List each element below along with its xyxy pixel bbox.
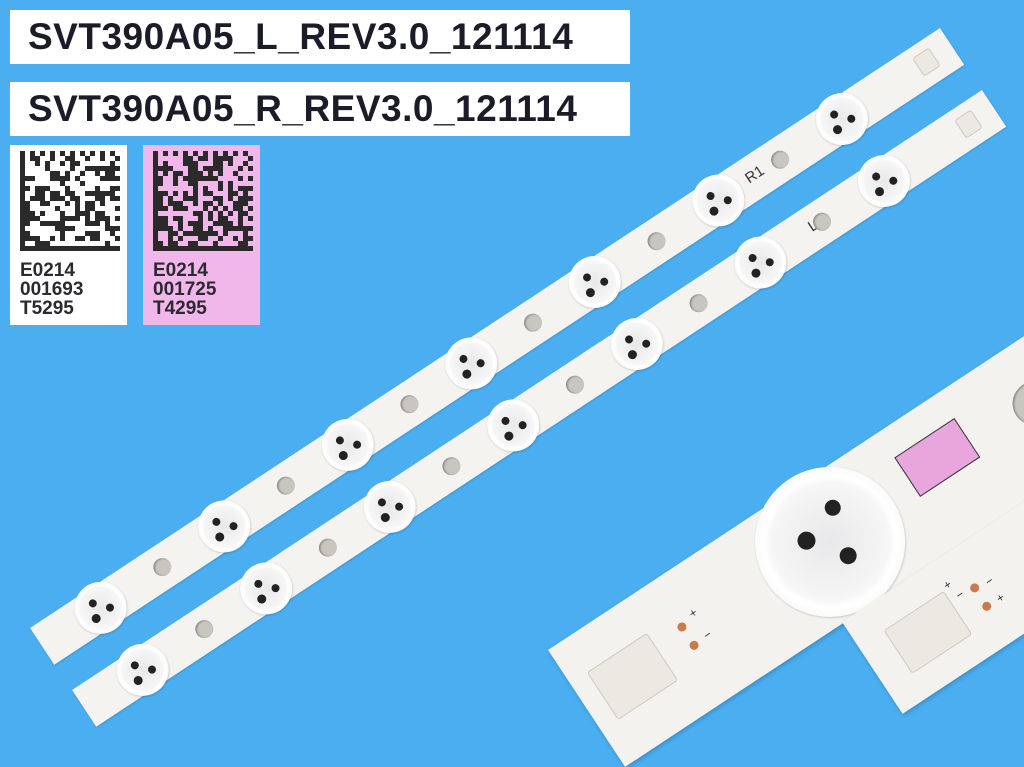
power-connector xyxy=(883,590,973,674)
mounting-hole xyxy=(767,147,793,173)
solder-pad xyxy=(968,581,981,595)
mounting-hole xyxy=(520,310,546,336)
mounting-hole xyxy=(396,391,422,417)
qr-tag-line1: E0214 xyxy=(20,260,75,281)
led-lens xyxy=(600,307,673,380)
led-lens xyxy=(847,144,920,218)
polarity-sign: − xyxy=(982,573,997,589)
led-lens xyxy=(724,226,797,299)
solder-pad xyxy=(687,639,701,652)
led-lens xyxy=(435,327,508,400)
strip-marking: R1 xyxy=(742,162,768,188)
mounting-hole xyxy=(315,535,341,561)
qr-tag-line1: E0214 xyxy=(153,260,208,281)
polarity-sign: − xyxy=(953,586,967,603)
mounting-hole xyxy=(273,473,299,499)
polarity-sign-plus: + xyxy=(686,605,700,621)
qr-tag-pink: E0214 001725 T4295 xyxy=(143,145,260,325)
solder-pad xyxy=(675,620,689,634)
mounting-hole xyxy=(644,228,670,254)
polarity-sign-minus: − xyxy=(700,626,715,643)
qr-tag-line3: T5295 xyxy=(20,298,74,319)
led-lens xyxy=(106,633,179,706)
part-number-label-left: SVT390A05_L_REV3.0_121114 xyxy=(10,10,630,64)
mounting-hole xyxy=(686,290,712,316)
mounting-hole xyxy=(191,616,217,642)
qr-tag-line2: 001725 xyxy=(153,279,217,300)
led-lens xyxy=(353,470,426,543)
power-connector xyxy=(586,632,679,720)
mounting-hole xyxy=(1004,372,1024,434)
led-lens xyxy=(558,245,631,318)
datamatrix-code xyxy=(20,151,120,251)
mounting-hole xyxy=(562,372,588,398)
led-lens xyxy=(477,389,550,462)
part-number-label-right: SVT390A05_R_REV3.0_121114 xyxy=(10,82,630,136)
led-lens xyxy=(188,490,261,563)
qr-tag-line3: T4295 xyxy=(153,298,207,319)
qr-tag-line2: 001693 xyxy=(20,279,84,300)
polarity-sign: + xyxy=(993,590,1008,606)
power-connector xyxy=(954,109,983,139)
qr-tag-white: E0214 001693 T5295 xyxy=(10,145,127,325)
led-lens xyxy=(311,408,384,481)
power-connector xyxy=(912,47,941,77)
datamatrix-code xyxy=(153,151,253,251)
serial-sticker-pink xyxy=(894,417,981,497)
solder-pad xyxy=(980,599,993,613)
led-lens xyxy=(64,571,137,644)
mounting-hole xyxy=(438,453,464,479)
led-lens xyxy=(230,552,303,625)
led-lens xyxy=(805,82,878,156)
mounting-hole xyxy=(149,554,175,580)
